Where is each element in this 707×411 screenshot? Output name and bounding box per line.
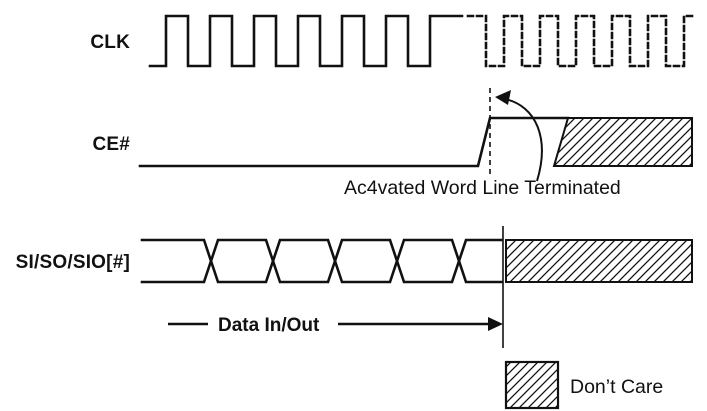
clk-signal-label: CLK bbox=[90, 32, 130, 53]
terminated-arrow-head bbox=[495, 90, 511, 105]
data-inout-label: Data In/Out bbox=[218, 315, 320, 336]
ce-signal-label: CE# bbox=[92, 134, 130, 155]
word-line-terminated-annotation: Ac4vated Word Line Terminated bbox=[344, 177, 621, 199]
terminated-arrow-curve bbox=[504, 98, 543, 182]
clk-waveform-dashed bbox=[466, 14, 696, 68]
dont-care-legend-label: Don’t Care bbox=[570, 376, 663, 398]
legend-dont-care-swatch bbox=[504, 360, 560, 410]
sio-dont-care-region bbox=[505, 239, 693, 283]
clk-waveform-solid bbox=[148, 14, 464, 68]
sio-bus-top-line bbox=[140, 238, 504, 284]
sio-bus-bottom-line bbox=[140, 238, 504, 284]
ce-dont-care-region bbox=[552, 117, 693, 167]
sio-signal-label: SI/SO/SIO[#] bbox=[16, 252, 130, 273]
ce-waveform bbox=[138, 116, 570, 168]
data-inout-arrow-head bbox=[488, 317, 503, 331]
